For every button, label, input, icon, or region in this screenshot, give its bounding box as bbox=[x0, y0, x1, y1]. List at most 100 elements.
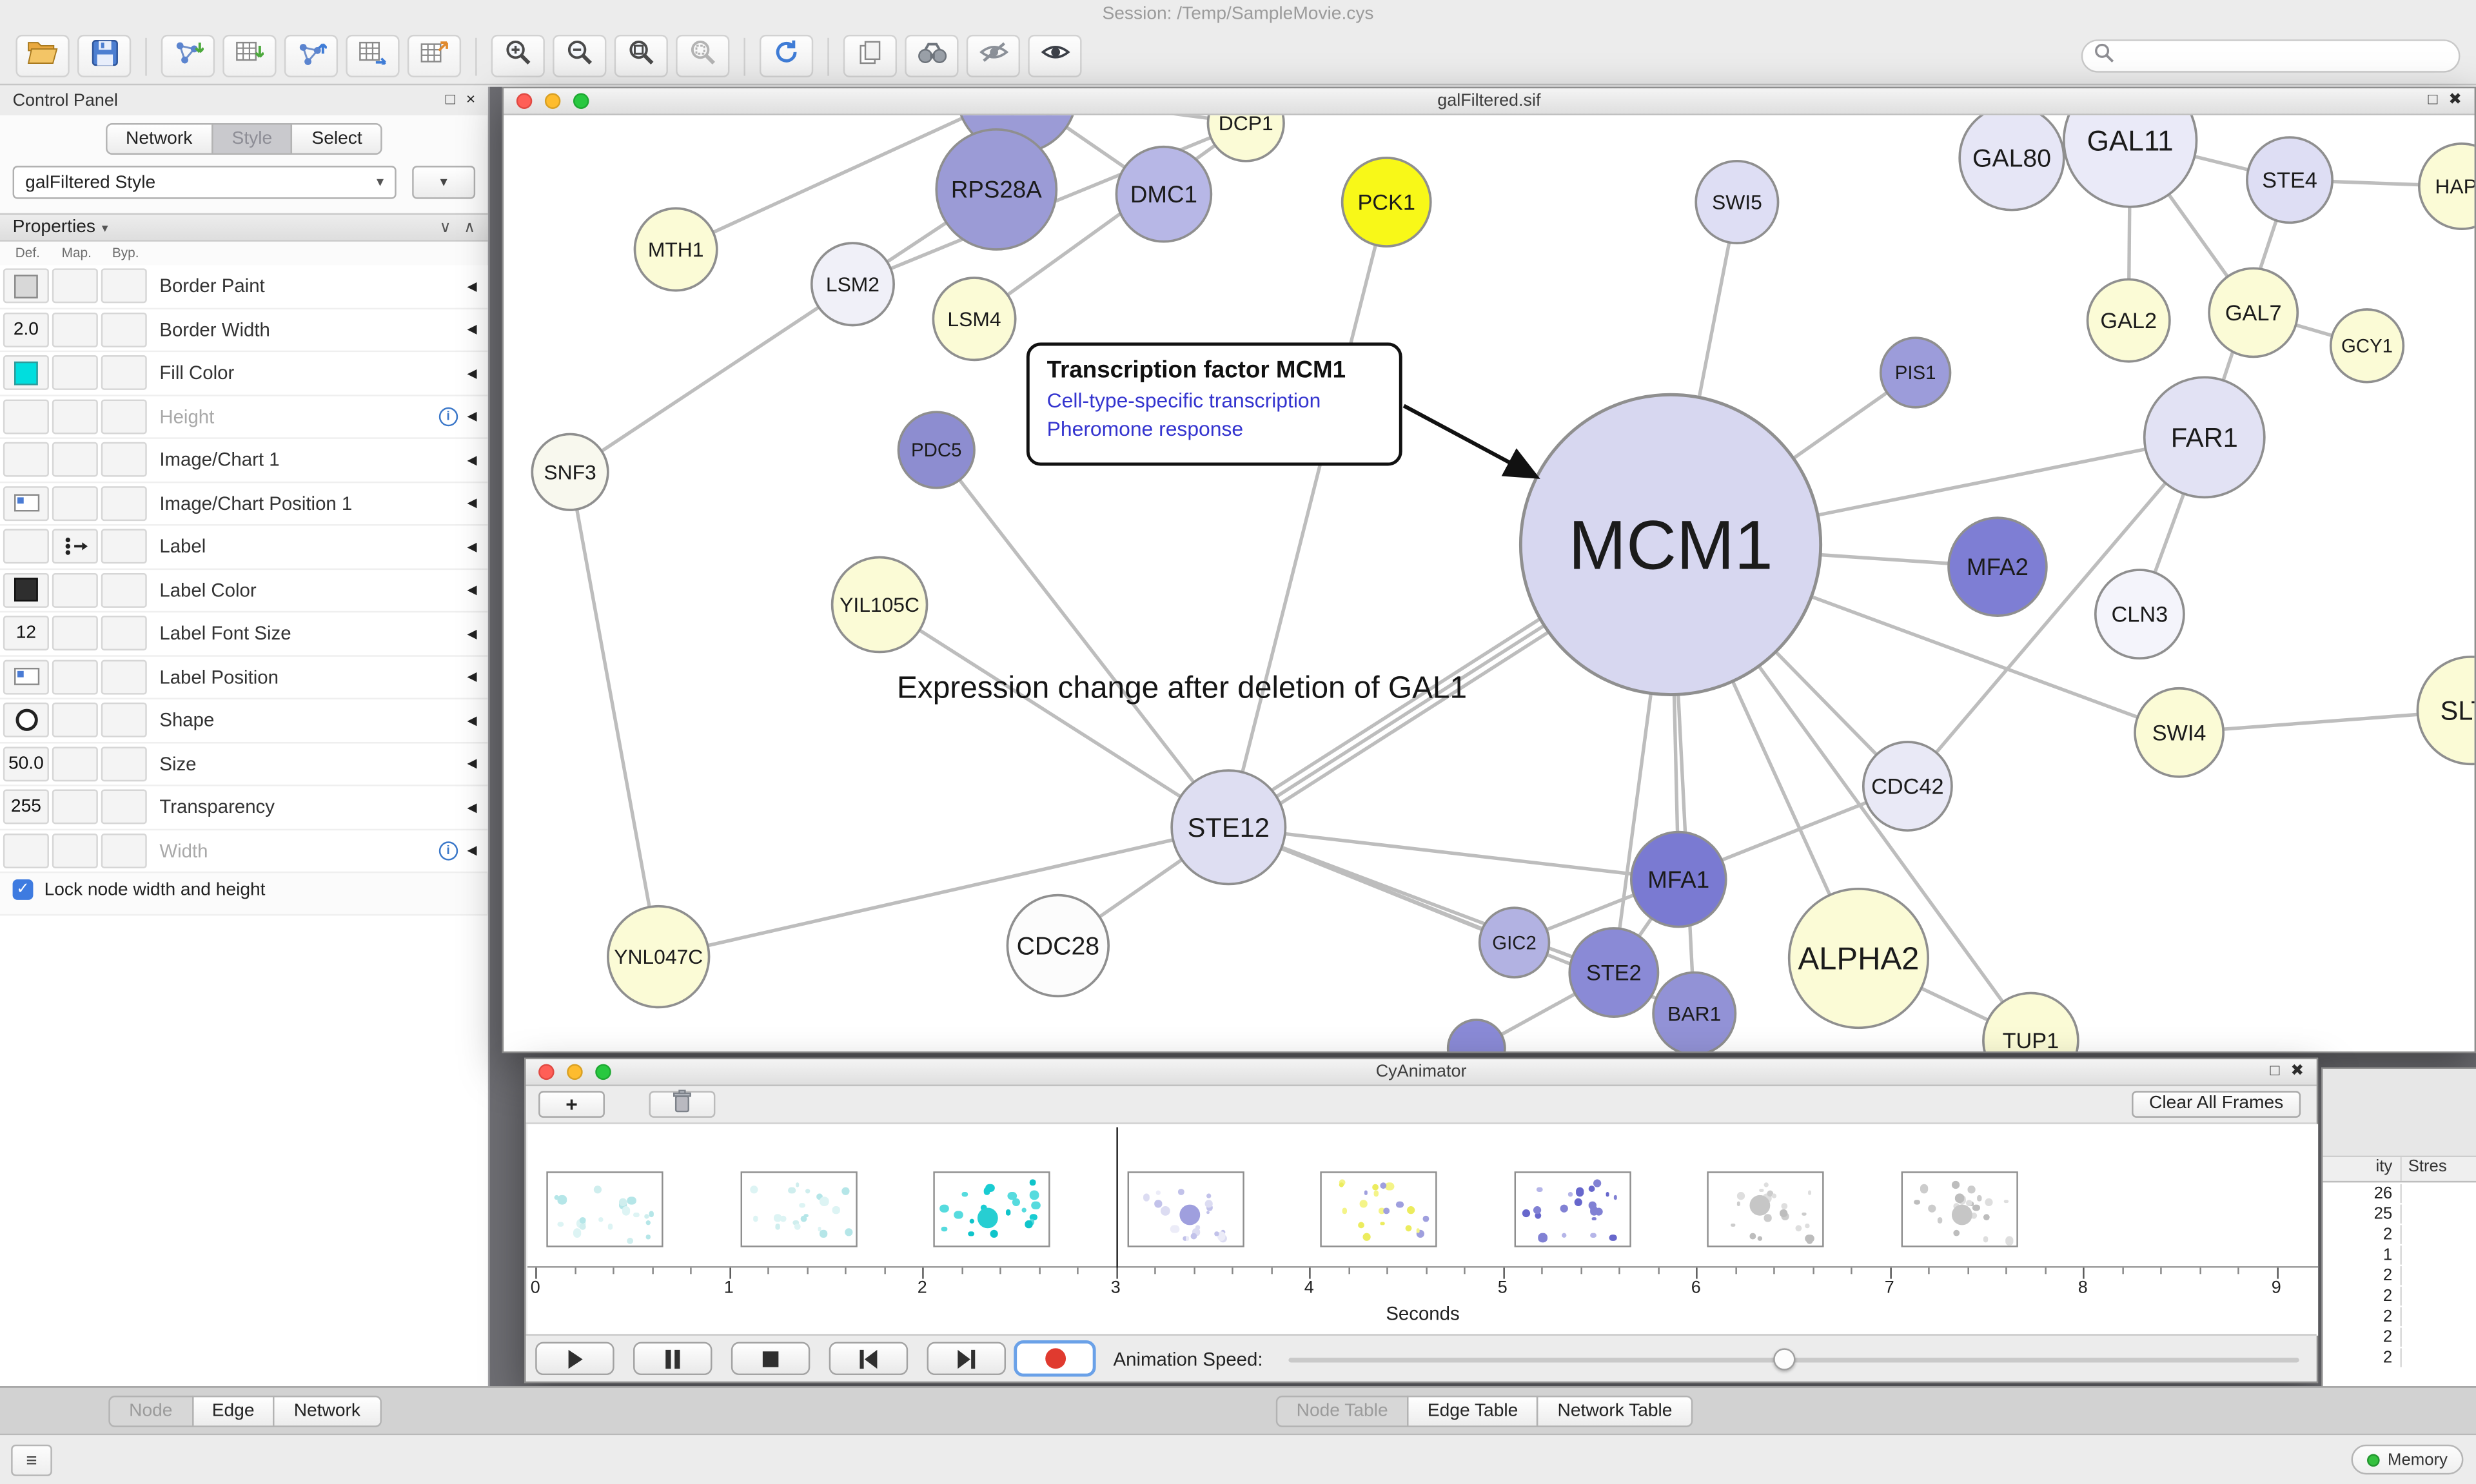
default-value-cell[interactable] bbox=[3, 268, 49, 304]
node-ste2[interactable] bbox=[1568, 927, 1660, 1018]
attribute-tab-network[interactable]: Network bbox=[273, 1395, 381, 1427]
search-field[interactable] bbox=[2081, 39, 2461, 73]
float-panel-icon[interactable]: □ bbox=[445, 92, 455, 109]
node-mfa2[interactable] bbox=[1947, 516, 2048, 617]
export-table-button[interactable] bbox=[346, 34, 400, 78]
float-window-icon[interactable]: □ bbox=[2270, 1062, 2280, 1080]
node-gal80[interactable] bbox=[1958, 115, 2065, 211]
expand-row-arrow-icon[interactable]: ◀ bbox=[467, 409, 477, 424]
node-swi5[interactable] bbox=[1695, 159, 1780, 244]
node-pis1[interactable] bbox=[1879, 337, 1952, 409]
frame-thumbnail-6[interactable] bbox=[1513, 1171, 1631, 1247]
node-bar1[interactable] bbox=[1652, 971, 1737, 1052]
frame-thumbnail-3[interactable] bbox=[933, 1171, 1050, 1247]
import-table-button[interactable] bbox=[222, 34, 277, 78]
frame-thumbnail-4[interactable] bbox=[1126, 1171, 1244, 1247]
node-cln3[interactable] bbox=[2094, 569, 2185, 660]
attribute-tab-node[interactable]: Node bbox=[108, 1395, 193, 1427]
default-value-cell[interactable] bbox=[3, 703, 49, 738]
bypass-cell[interactable] bbox=[101, 572, 147, 608]
delete-frame-button[interactable] bbox=[649, 1089, 716, 1118]
edge-pck1-ste12[interactable] bbox=[1226, 201, 1388, 828]
node-mth1[interactable] bbox=[633, 207, 718, 292]
default-value-cell[interactable] bbox=[3, 485, 49, 521]
mapping-cell[interactable] bbox=[52, 268, 98, 304]
open-session-button[interactable] bbox=[15, 34, 70, 78]
skip-to-start-button[interactable] bbox=[829, 1342, 909, 1376]
tab-select[interactable]: Select bbox=[291, 123, 383, 155]
node-dcp1[interactable] bbox=[1206, 115, 1285, 162]
apply-layout-button[interactable] bbox=[759, 34, 814, 78]
close-panel-icon[interactable]: × bbox=[466, 92, 476, 109]
frame-thumbnail-5[interactable] bbox=[1320, 1171, 1437, 1247]
style-selector-combo[interactable]: galFiltered Style ▾ bbox=[12, 166, 397, 199]
zoom-in-button[interactable] bbox=[491, 34, 545, 78]
frame-thumbnail-7[interactable] bbox=[1707, 1171, 1824, 1247]
default-value-cell[interactable]: 2.0 bbox=[3, 312, 49, 347]
bypass-cell[interactable] bbox=[101, 659, 147, 694]
bypass-cell[interactable] bbox=[101, 485, 147, 521]
animation-speed-slider[interactable] bbox=[1288, 1348, 2299, 1371]
default-value-cell[interactable] bbox=[3, 529, 49, 564]
collapse-all-icon[interactable]: ∨ bbox=[439, 219, 451, 237]
node-cdc42[interactable] bbox=[1862, 741, 1953, 832]
expand-row-arrow-icon[interactable]: ◀ bbox=[467, 322, 477, 337]
skip-to-end-button[interactable] bbox=[927, 1342, 1006, 1376]
default-value-cell[interactable] bbox=[3, 659, 49, 694]
close-window-icon[interactable] bbox=[538, 1064, 555, 1080]
node-gal7[interactable] bbox=[2208, 267, 2299, 358]
node-swi4[interactable] bbox=[2134, 687, 2225, 778]
tab-node-table[interactable]: Node Table bbox=[1275, 1395, 1409, 1427]
node-lsm4[interactable] bbox=[932, 277, 1017, 362]
table-row[interactable]: 26 bbox=[2323, 1182, 2476, 1203]
edge-snf3-ynl047c[interactable] bbox=[568, 471, 660, 957]
bypass-cell[interactable] bbox=[101, 529, 147, 564]
expand-row-arrow-icon[interactable]: ◀ bbox=[467, 626, 477, 641]
mapping-cell[interactable] bbox=[52, 485, 98, 521]
lock-size-row[interactable]: ✓ Lock node width and height bbox=[12, 879, 266, 900]
zoom-selected-button[interactable] bbox=[676, 34, 730, 78]
node-pnode[interactable] bbox=[1446, 1019, 1506, 1052]
import-network-button[interactable] bbox=[161, 34, 215, 78]
close-window-icon[interactable] bbox=[516, 93, 533, 109]
node-slt[interactable] bbox=[2416, 655, 2475, 766]
node-tup1[interactable] bbox=[1982, 991, 2079, 1052]
minimize-window-icon[interactable] bbox=[544, 93, 561, 109]
close-view-icon[interactable]: ✖ bbox=[2448, 92, 2462, 109]
table-row[interactable]: 2 bbox=[2323, 1327, 2476, 1348]
node-lsm2[interactable] bbox=[810, 242, 895, 327]
tab-network-table[interactable]: Network Table bbox=[1537, 1395, 1693, 1427]
edge-ste12-ynl047c[interactable] bbox=[658, 825, 1229, 959]
node-pdc5[interactable] bbox=[897, 411, 976, 489]
expand-row-arrow-icon[interactable]: ◀ bbox=[467, 496, 477, 511]
table-row[interactable]: 2 bbox=[2323, 1265, 2476, 1286]
annotation-link[interactable]: Cell-type-specific transcription bbox=[1046, 388, 1321, 413]
animator-titlebar[interactable]: CyAnimator □✖ bbox=[526, 1059, 2317, 1086]
expand-row-arrow-icon[interactable]: ◀ bbox=[467, 366, 477, 380]
node-ynl047c[interactable] bbox=[607, 904, 711, 1009]
mapping-cell[interactable] bbox=[52, 312, 98, 347]
default-value-cell[interactable] bbox=[3, 572, 49, 608]
default-value-cell[interactable]: 12 bbox=[3, 616, 49, 651]
attribute-tab-edge[interactable]: Edge bbox=[191, 1395, 275, 1427]
bypass-cell[interactable] bbox=[101, 355, 147, 391]
tab-edge-table[interactable]: Edge Table bbox=[1407, 1395, 1539, 1427]
mapping-cell[interactable] bbox=[52, 659, 98, 694]
expand-row-arrow-icon[interactable]: ◀ bbox=[467, 583, 477, 598]
node-gcy1[interactable] bbox=[2329, 308, 2405, 384]
node-cdc28[interactable] bbox=[1006, 893, 1110, 998]
bypass-cell[interactable] bbox=[101, 442, 147, 478]
default-value-cell[interactable]: 255 bbox=[3, 790, 49, 825]
timeline-playhead[interactable] bbox=[1115, 1127, 1118, 1268]
show-all-button[interactable] bbox=[1028, 34, 1082, 78]
network-window-titlebar[interactable]: galFiltered.sif □✖ bbox=[504, 88, 2475, 115]
memory-button[interactable]: Memory bbox=[2351, 1444, 2464, 1475]
bypass-cell[interactable] bbox=[101, 616, 147, 651]
node-gal11[interactable] bbox=[2063, 115, 2198, 208]
expand-row-arrow-icon[interactable]: ◀ bbox=[467, 539, 477, 554]
hide-selected-button[interactable] bbox=[966, 34, 1021, 78]
bypass-cell[interactable] bbox=[101, 312, 147, 347]
export-image-button[interactable] bbox=[407, 34, 462, 78]
edge-ste12-mfa1[interactable] bbox=[1228, 825, 1679, 881]
properties-header[interactable]: Properties bbox=[12, 217, 95, 237]
